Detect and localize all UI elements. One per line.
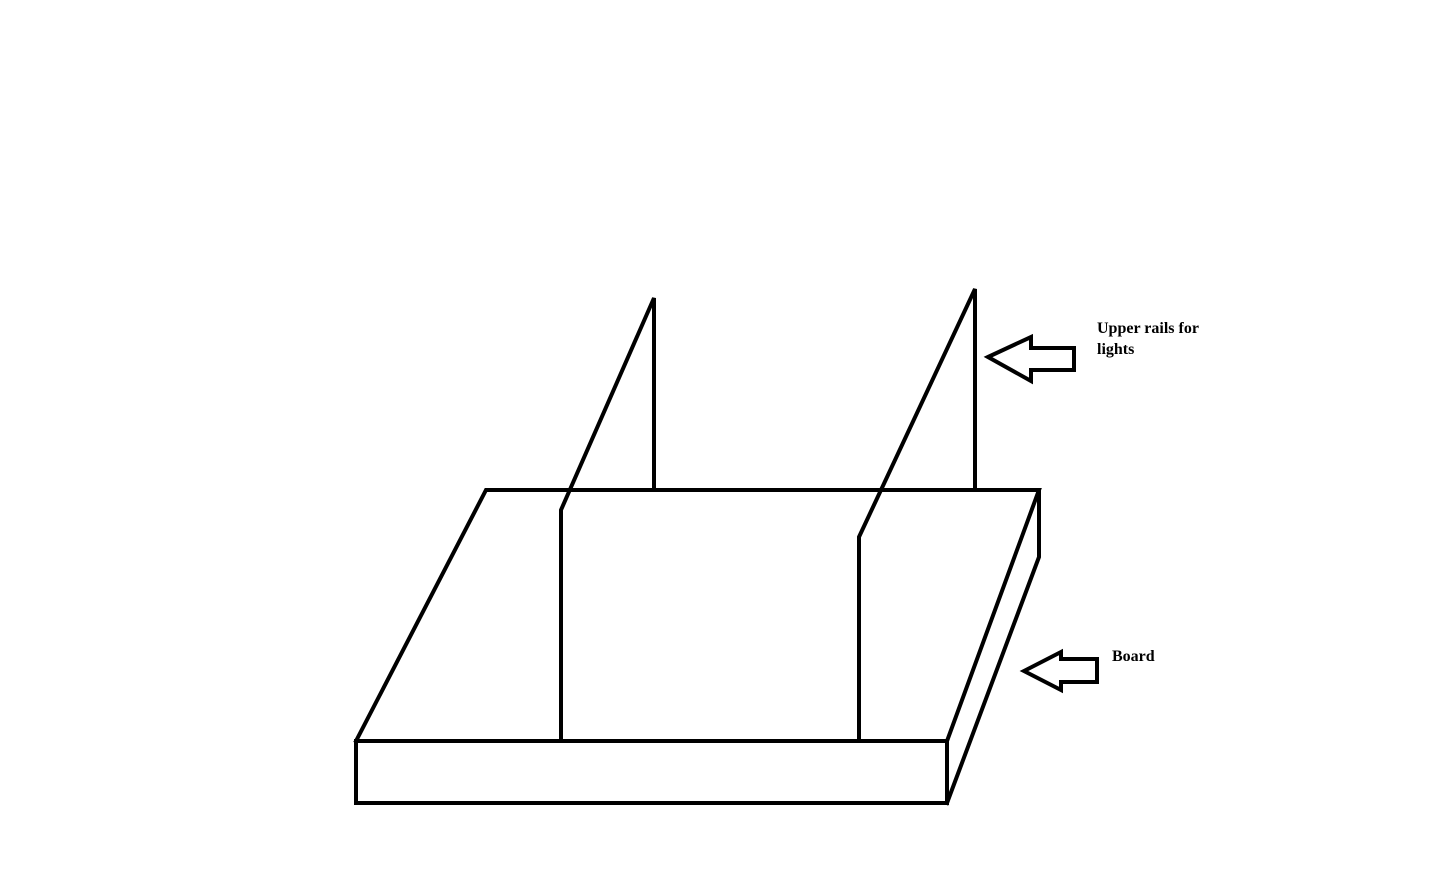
board: [353, 488, 1042, 806]
right-rail-front-post: [857, 288, 977, 743]
upper-rails-label: Upper rails for lights: [1097, 320, 1199, 358]
board-label: Board: [1112, 648, 1155, 665]
left-rail: [559, 297, 656, 743]
arrow-left-icon: [983, 333, 1076, 385]
board-front-face: [354, 739, 949, 805]
board-side-face: [944, 488, 1041, 806]
arrow-left-icon: [1019, 648, 1099, 694]
board-top-surface: [353, 488, 1042, 744]
left-rail-front-post: [559, 297, 656, 743]
right-rail: [857, 288, 977, 743]
